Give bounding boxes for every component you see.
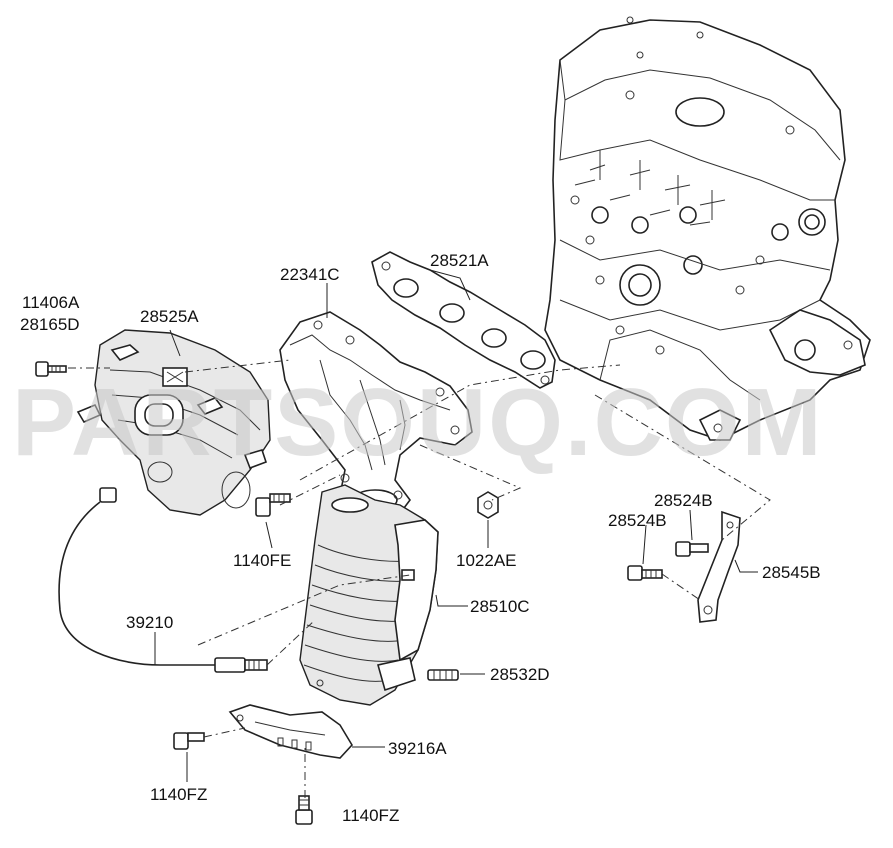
- leader-lines: [154, 269, 758, 782]
- engine-block: [544, 16, 871, 441]
- stud-28532d: [427, 669, 459, 681]
- bolt-11406a: [35, 361, 67, 377]
- label-1140fe: 1140FE: [233, 551, 291, 570]
- bolt-1140fz-bottom: [295, 795, 313, 825]
- exhaust-gasket: [371, 251, 556, 389]
- label-28524b-top: 28524B: [654, 491, 713, 510]
- label-28521a: 28521A: [430, 251, 489, 270]
- bolt-1140fe: [255, 493, 291, 517]
- label-28545b: 28545B: [762, 563, 821, 582]
- label-28525a: 28525A: [140, 307, 199, 326]
- label-1140fz-left: 1140FZ: [150, 785, 207, 804]
- label-1022ae: 1022AE: [456, 551, 517, 570]
- part-labels: 11406A 28165D 28525A 22341C 28521A 1140F…: [20, 251, 821, 825]
- bolt-28524b-left: [627, 565, 663, 581]
- bolt-1140fz-left: [173, 732, 205, 750]
- label-22341c: 22341C: [280, 265, 340, 284]
- label-1140fz-bottom: 1140FZ: [342, 806, 399, 825]
- bolt-28524b-top: [675, 541, 709, 557]
- alignment-lines: [68, 359, 771, 798]
- label-28510c: 28510C: [470, 597, 530, 616]
- label-28532d: 28532D: [490, 665, 550, 684]
- label-39216a: 39216A: [388, 739, 447, 758]
- label-11406a: 11406A: [22, 293, 80, 312]
- heat-protector: [76, 329, 271, 516]
- oxygen-sensor: [58, 487, 268, 673]
- nut-1022ae: [477, 491, 499, 519]
- label-28524b-left: 28524B: [608, 511, 667, 530]
- bracket-39216a: [228, 704, 353, 759]
- label-28165d: 28165D: [20, 315, 80, 334]
- watermark-text: PARTSOUQ.COM: [12, 369, 824, 476]
- label-39210: 39210: [126, 613, 173, 632]
- bracket-28545b: [697, 510, 741, 623]
- catalytic-converter: [299, 484, 439, 706]
